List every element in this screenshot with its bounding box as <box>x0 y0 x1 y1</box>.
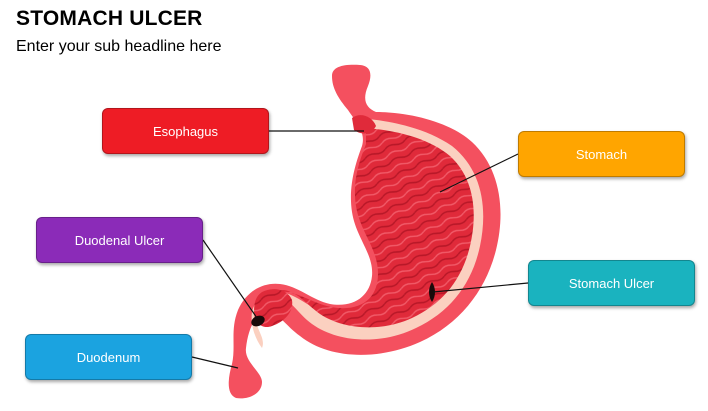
label-stomach: Stomach <box>518 131 685 177</box>
stomach-ulcer-leader-line <box>432 282 529 293</box>
stomach-leader-line <box>439 153 519 193</box>
label-duodenal-ulcer-text: Duodenal Ulcer <box>74 232 165 248</box>
label-stomach-ulcer-text: Stomach Ulcer <box>568 275 655 291</box>
stomach-ulcer-mark <box>429 282 435 302</box>
duodenum-leader-line <box>191 356 239 369</box>
label-stomach-text: Stomach <box>575 146 628 162</box>
label-duodenum-text: Duodenum <box>76 349 141 365</box>
duodenal-ulcer-mark <box>251 315 265 327</box>
stomach-rugae <box>268 128 474 328</box>
label-esophagus: Esophagus <box>102 108 269 154</box>
duodenal-ulcer-leader-line <box>202 239 258 319</box>
label-duodenal-ulcer: Duodenal Ulcer <box>36 217 203 263</box>
esophagus-inner <box>352 115 376 134</box>
page-title: STOMACH ULCER <box>16 7 203 30</box>
label-duodenum: Duodenum <box>25 334 192 380</box>
label-esophagus-text: Esophagus <box>152 123 219 139</box>
label-stomach-ulcer: Stomach Ulcer <box>528 260 695 306</box>
page-subtitle: Enter your sub headline here <box>16 38 222 55</box>
